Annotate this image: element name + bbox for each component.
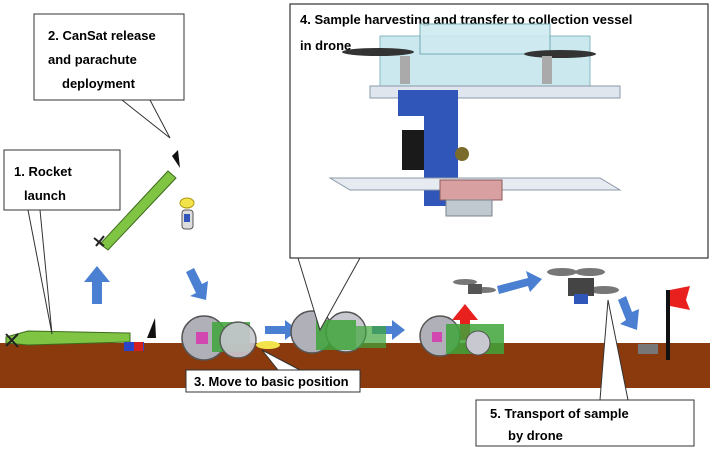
- rover-icon: [181, 315, 280, 361]
- drone-icon: [547, 268, 619, 304]
- svg-text:1. Rocket: 1. Rocket: [14, 164, 72, 179]
- callout-step4-line1: 4. Sample harvesting and transfer to col…: [300, 12, 632, 27]
- goal-flag-icon: [666, 286, 690, 360]
- svg-text:and parachute: and parachute: [48, 52, 137, 67]
- callout-step3-line1: 3. Move to basic position: [194, 374, 349, 389]
- svg-text:launch: launch: [24, 188, 66, 203]
- arrow-right-4: [372, 320, 405, 340]
- callout-step5-line2: by drone: [508, 428, 563, 443]
- svg-text:5. Transport of sample: 5. Transport of sample: [490, 406, 629, 421]
- rover-icon: [290, 310, 386, 354]
- arrow-down-6: [618, 296, 639, 330]
- callout-step5-line1: 5. Transport of sample: [490, 406, 629, 421]
- callout-step2-line2: and parachute: [48, 52, 137, 67]
- callout-step4-line2: in drone: [300, 38, 351, 53]
- rocket-flight-icon: [93, 150, 180, 251]
- callout-step3: 3. Move to basic position: [185, 349, 361, 393]
- arrow-down-2: [186, 268, 208, 300]
- callout-step2-line3: deployment: [62, 76, 136, 91]
- parachute-icon: [179, 197, 195, 230]
- landed-drone-icon: [638, 344, 658, 354]
- flow-arrows: [84, 266, 639, 340]
- rocket-nose-icon: [147, 318, 156, 338]
- callout-step1: 1. Rocket launch: [3, 149, 121, 335]
- drone-icon: [453, 279, 496, 294]
- rocket-icon: [5, 330, 144, 351]
- callout-step2-line1: 2. CanSat release: [48, 28, 156, 43]
- callout-step5: 5. Transport of sample by drone: [475, 299, 695, 447]
- svg-text:3. Move to basic position: 3. Move to basic position: [194, 374, 349, 389]
- rover-icon: [419, 315, 504, 357]
- callout-step2: 2. CanSat release and parachute deployme…: [33, 13, 185, 139]
- arrow-right-5: [497, 271, 542, 294]
- ascent-arrow: [452, 304, 478, 340]
- callout-step1-line2: launch: [24, 188, 66, 203]
- svg-text:2. CanSat release: 2. CanSat release: [48, 28, 156, 43]
- svg-text:by drone: by drone: [508, 428, 563, 443]
- svg-text:in drone: in drone: [300, 38, 351, 53]
- arrow-right-3: [265, 320, 298, 340]
- svg-text:4. Sample harvesting and trans: 4. Sample harvesting and transfer to col…: [300, 12, 632, 27]
- callout-step1-line1: 1. Rocket: [14, 164, 72, 179]
- callout-step4: 4. Sample harvesting and transfer to col…: [289, 3, 709, 332]
- svg-text:deployment: deployment: [62, 76, 136, 91]
- robot-arm-icon: [328, 23, 622, 217]
- arrow-up-1: [84, 266, 110, 304]
